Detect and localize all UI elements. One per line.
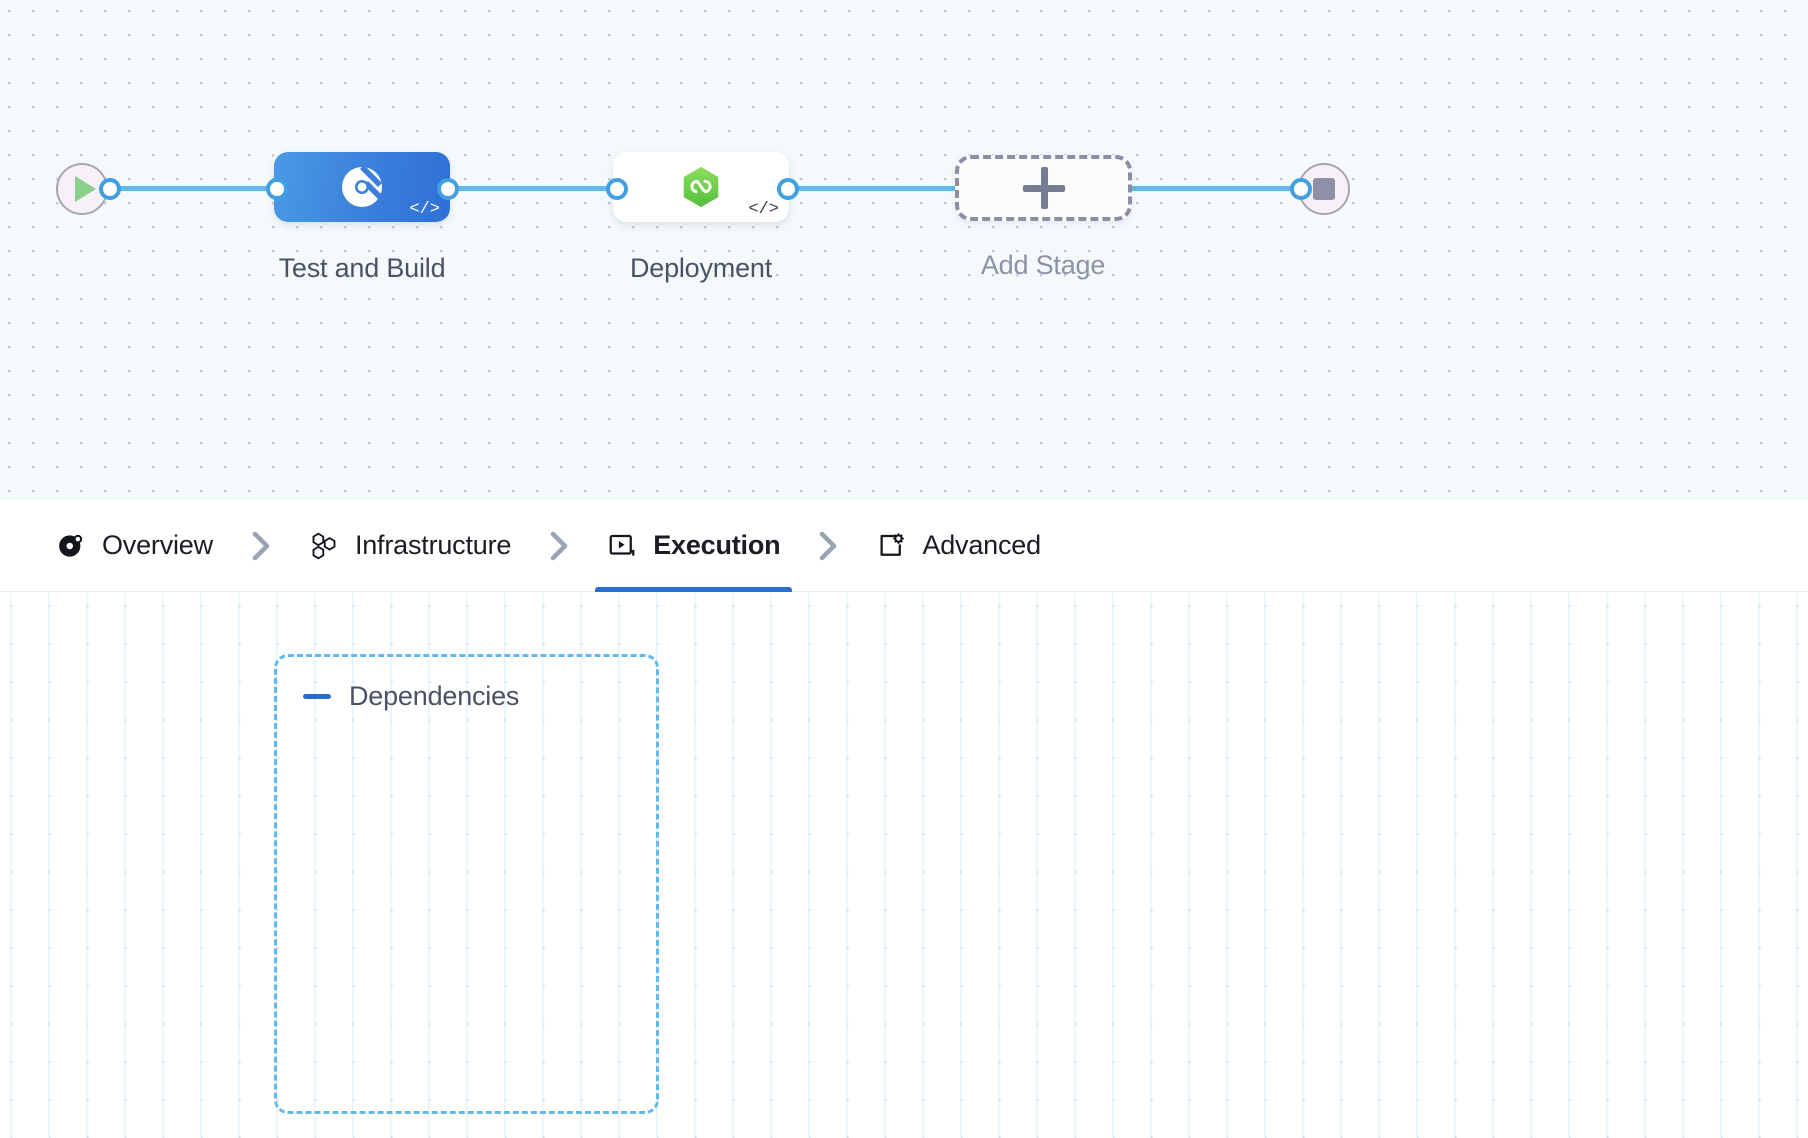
dependencies-header[interactable]: Dependencies [303, 681, 519, 712]
port-start-out[interactable] [99, 178, 121, 200]
code-view-badge[interactable]: </> [409, 200, 440, 219]
stage-graph-canvas[interactable]: </> Test and Build </> Deployment [0, 0, 1808, 500]
dependencies-title: Dependencies [349, 681, 520, 711]
minus-icon[interactable] [303, 694, 331, 699]
overview-donut-icon [59, 534, 83, 557]
pipeline-end-node[interactable] [1298, 163, 1350, 215]
tab-separator-2 [523, 526, 595, 566]
tab-separator-3 [792, 526, 864, 566]
tab-label-overview: Overview [102, 530, 213, 560]
port-end-in[interactable] [1290, 178, 1312, 200]
tab-label-advanced: Advanced [922, 530, 1041, 560]
tab-separator-1 [225, 526, 297, 566]
execution-play-box-icon [609, 534, 635, 556]
stage-label-test-and-build: Test and Build [278, 253, 446, 283]
chevron-right-icon [550, 531, 568, 560]
stage-config-tabs: Overview Infrastructure [0, 500, 1808, 592]
tab-label-execution: Execution [653, 530, 781, 560]
stage-node-deployment[interactable]: </> [613, 152, 789, 222]
stop-icon [1313, 178, 1335, 200]
plus-icon [1022, 167, 1065, 209]
chevron-right-icon [820, 531, 837, 560]
tab-infrastructure[interactable]: Infrastructure [297, 500, 523, 592]
edge-deployment-to-add-stage [790, 186, 960, 191]
play-icon [74, 176, 96, 202]
add-stage-button[interactable] [955, 155, 1132, 221]
code-view-badge[interactable]: </> [748, 200, 779, 219]
tab-advanced[interactable]: Advanced [864, 500, 1053, 592]
execution-graph-canvas[interactable]: Dependencies Add Service Dependency (opt… [0, 593, 1808, 1138]
port-deployment-in[interactable] [606, 178, 628, 200]
port-test-and-build-out[interactable] [437, 178, 459, 200]
tab-overview[interactable]: Overview [44, 500, 225, 592]
ci-build-icon [342, 165, 384, 207]
add-stage-label: Add Stage [980, 250, 1106, 280]
infrastructure-hexagons-icon [312, 532, 336, 559]
stage-node-test-and-build[interactable]: </> [274, 152, 450, 222]
stage-label-deployment: Deployment [629, 253, 773, 283]
chevron-right-icon [252, 531, 270, 560]
harness-deploy-hexagon-icon [683, 166, 719, 208]
port-test-and-build-in[interactable] [266, 178, 288, 200]
edge-start-to-test-and-build [108, 186, 278, 191]
tab-label-infrastructure: Infrastructure [354, 530, 512, 560]
advanced-gear-box-icon [880, 532, 905, 556]
port-deployment-out[interactable] [777, 178, 799, 200]
edge-test-and-build-to-deployment [440, 186, 620, 191]
tab-execution[interactable]: Execution [595, 500, 793, 592]
dependencies-group[interactable]: Dependencies [274, 654, 659, 1114]
edge-add-stage-to-end [1130, 186, 1315, 191]
